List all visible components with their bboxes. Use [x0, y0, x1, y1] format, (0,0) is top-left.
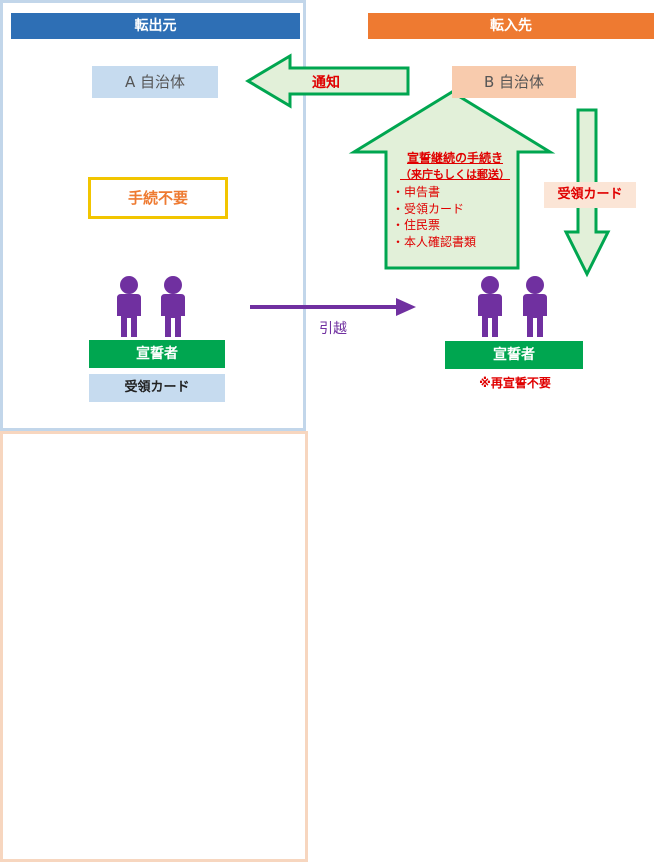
right-panel: [0, 431, 308, 862]
right-header: 転入先: [368, 13, 654, 39]
authority-b-box: B 自治体: [452, 66, 576, 98]
diagram-shapes: [117, 53, 611, 337]
left-oath-label: 宣誓者: [89, 340, 225, 368]
procedure-title: 宣誓継続の手続き: [406, 151, 503, 165]
move-arrow-head: [396, 298, 416, 316]
procedure-subtitle: （来庁もしくは郵送）: [400, 168, 510, 181]
procedure-item: ・受領カード: [392, 201, 465, 216]
authority-a-box: A 自治体: [92, 66, 218, 98]
left-panel: [0, 0, 306, 431]
right-person-icon-1: [478, 276, 502, 337]
card-arrow-label: 受領カード: [544, 182, 636, 208]
left-person-icon-1: [117, 276, 141, 337]
notify-arrow: [245, 53, 410, 109]
procedure-item: ・本人確認書類: [392, 234, 477, 249]
procedure-list: ・申告書 ・受領カード ・住民票 ・本人確認書類: [392, 184, 476, 250]
right-oath-label: 宣誓者: [445, 341, 583, 369]
no-procedure-box: 手続不要: [88, 177, 228, 219]
notify-label: 通知: [312, 75, 340, 91]
move-label: 引越: [319, 321, 347, 337]
no-reoath-note: ※再宣誓不要: [479, 376, 551, 390]
left-person-icon-2: [161, 276, 185, 337]
procedure-item: ・住民票: [392, 218, 441, 232]
left-card-label: 受領カード: [89, 374, 225, 402]
procedure-arrow: [348, 90, 556, 270]
left-header: 転出元: [11, 13, 300, 39]
procedure-item: ・申告書: [392, 185, 441, 199]
right-person-icon-2: [523, 276, 547, 337]
